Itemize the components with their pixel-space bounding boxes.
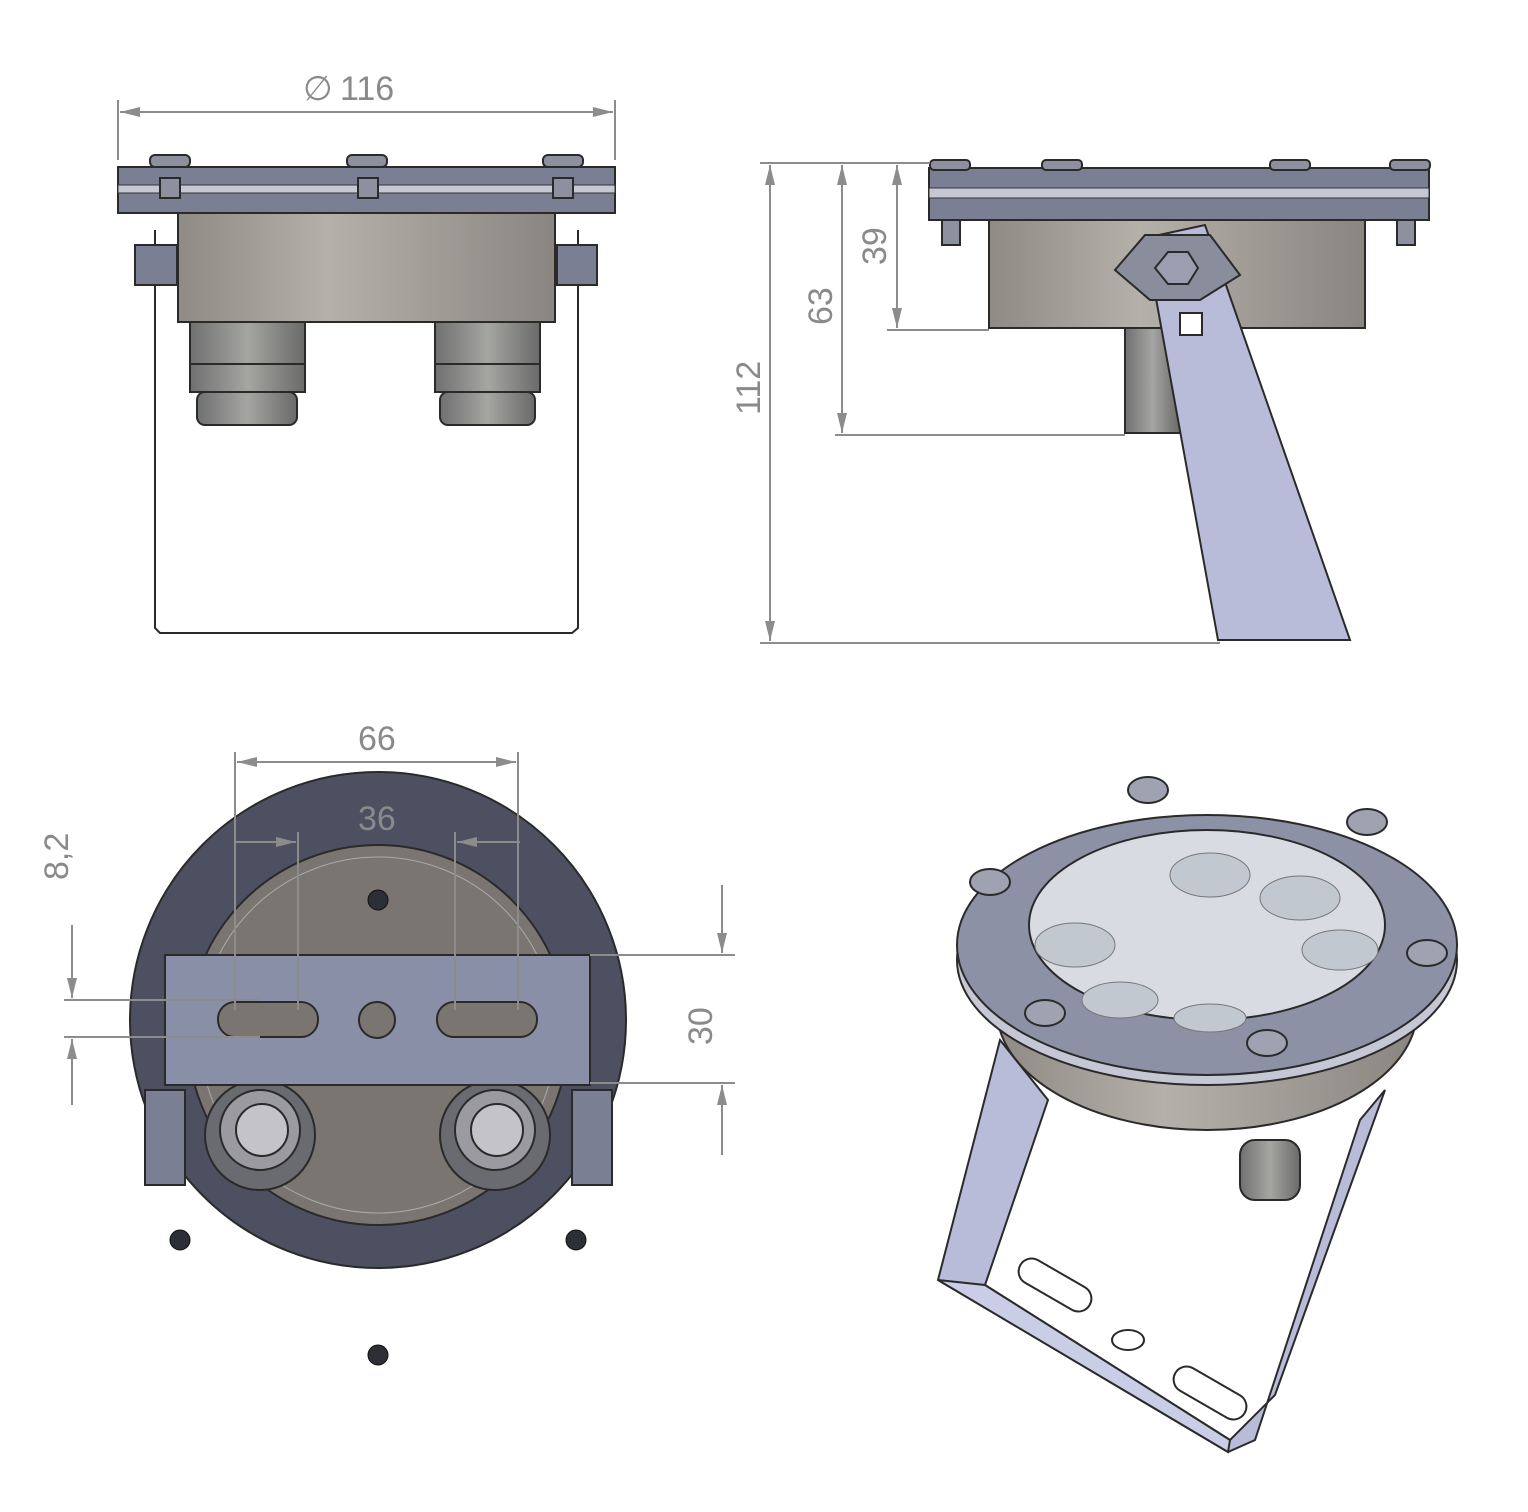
dim-height-to-gland: 63: [802, 287, 840, 325]
dim-slot-outer-span: 66: [358, 720, 396, 758]
front-view: ∅ 116: [117, 70, 616, 634]
dim-bracket-width: 30: [682, 1007, 720, 1045]
side-view: 112 63 39: [730, 159, 1431, 644]
cable-gland-right: [434, 321, 541, 426]
bottom-holes: [169, 889, 587, 1366]
u-bracket: [154, 230, 579, 634]
slot-left: [217, 1001, 319, 1038]
iso-leds: [1034, 852, 1379, 1033]
bottom-view: 66 36 8,2 30: [38, 720, 735, 1366]
cable-gland-left: [189, 321, 306, 426]
dim-slot-inner-span: 36: [358, 800, 396, 838]
hex-nut: [1153, 251, 1200, 285]
isometric-view: [936, 776, 1458, 1454]
diameter-symbol: ∅: [303, 70, 333, 108]
dim-total-height: 112: [730, 361, 768, 415]
bottom-glands: [204, 1079, 551, 1191]
front-body: [177, 212, 556, 323]
slot-right: [436, 1001, 538, 1038]
iso-screws: [969, 776, 1448, 1057]
dim-diameter: 116: [340, 70, 394, 108]
center-hole: [358, 1001, 396, 1039]
dim-body-height: 39: [856, 227, 894, 265]
dim-slot-width: 8,2: [38, 833, 76, 880]
